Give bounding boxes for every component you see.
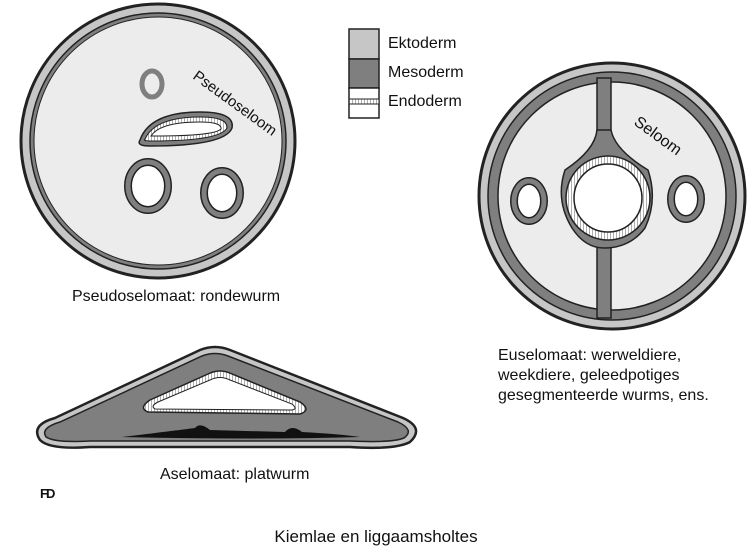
pseudocoelomate-caption: Pseudoselomaat: rondewurm: [72, 288, 281, 305]
eucoelomate-diagram: Seloom: [477, 61, 747, 331]
legend-swatch-mesoderm: [348, 58, 380, 89]
acoelomate-caption: Aselomaat: platwurm: [160, 466, 310, 483]
eucoelomate-caption-3: gesegmenteerde wurms, ens.: [498, 387, 709, 404]
acoelomate-diagram: [35, 345, 418, 450]
eucoelomate-caption-1: Euselomaat: werweldiere,: [498, 347, 682, 364]
figure-title: Kiemlae en liggaamsholtes: [274, 527, 478, 546]
legend-swatch-ektoderm: [348, 28, 380, 60]
legend-endoderm: Endoderm: [388, 93, 462, 110]
pseudocoelomate-diagram: Pseudoseloom: [19, 2, 297, 280]
legend-swatches: [348, 28, 380, 119]
eucoelomate-caption-2: weekdiere, geleedpotiges: [498, 367, 680, 384]
author-credit: FD: [40, 486, 55, 501]
legend-ektoderm: Ektoderm: [388, 35, 457, 52]
legend-mesoderm: Mesoderm: [388, 64, 464, 81]
